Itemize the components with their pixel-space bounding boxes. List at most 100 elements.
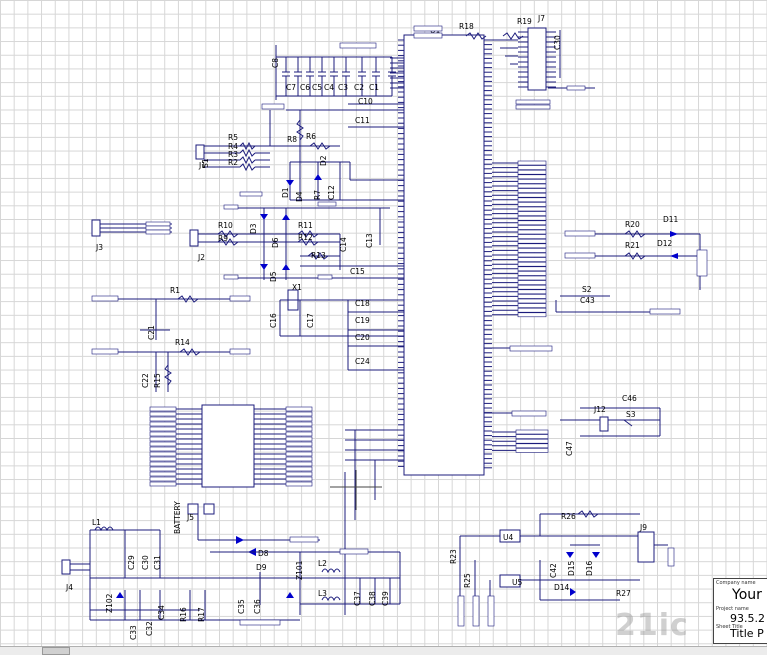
mcu-u1[interactable]: U1 (398, 26, 492, 476)
svg-text:C12: C12 (327, 185, 336, 200)
switch-s2[interactable]: S2 C43 (484, 285, 681, 352)
svg-text:C10: C10 (358, 97, 373, 106)
lcd-net-label (517, 257, 547, 262)
svg-text:R11: R11 (298, 221, 313, 230)
svg-text:Z102: Z102 (105, 593, 114, 613)
oscillator-section: R1 C21 X1 C18 C16 C17 C19 C20 (91, 283, 404, 370)
svg-text:C17: C17 (306, 313, 315, 328)
lcd-connector[interactable] (149, 404, 313, 488)
svg-text:R19: R19 (517, 17, 532, 26)
lcd-net-label (517, 303, 547, 308)
lcd-net-label (149, 446, 177, 452)
resistor (239, 155, 256, 165)
svg-text:BATTERY: BATTERY (173, 501, 182, 534)
svg-text:C15: C15 (350, 267, 365, 276)
net-label (515, 438, 549, 444)
connector-j3[interactable]: J3 (91, 219, 172, 252)
switch-s3[interactable]: C46 J12 S3 C47 (484, 394, 661, 456)
lcd-net-label (517, 284, 547, 290)
lcd-net-label (517, 206, 547, 212)
svg-text:R7: R7 (313, 190, 322, 200)
input-network-mid: R10 D3 D6 R11 R9 R12 C14 C13 J2 D5 R13 C… (189, 204, 404, 282)
svg-text:D14: D14 (554, 583, 570, 592)
lcd-net-label (517, 215, 547, 221)
lcd-net-label (285, 471, 313, 477)
lcd-net-label (517, 211, 547, 216)
lcd-net-label (149, 461, 177, 467)
resistor (239, 162, 256, 172)
svg-text:C11: C11 (355, 116, 370, 125)
diode-cluster-top: D2 D4 D1 R7 C12 (281, 155, 404, 207)
lcd-net-label (517, 179, 547, 184)
lcd-net-label (517, 248, 547, 253)
svg-text:D15: D15 (567, 560, 576, 576)
lcd-net-label (517, 197, 547, 203)
lcd-net-label (149, 451, 177, 457)
lcd-net-label (285, 441, 313, 447)
svg-text:C35: C35 (237, 599, 246, 614)
svg-text:R5: R5 (228, 133, 238, 142)
lcd-net-label (517, 234, 547, 239)
lcd-net-label (285, 411, 313, 417)
svg-text:C1: C1 (369, 83, 379, 92)
svg-text:C47: C47 (565, 441, 574, 456)
svg-text:C43: C43 (580, 296, 595, 305)
svg-text:D9: D9 (256, 563, 267, 572)
lcd-net-label (285, 466, 313, 472)
svg-text:D3: D3 (249, 223, 258, 234)
status-bar (0, 646, 767, 655)
svg-text:Z101: Z101 (295, 560, 304, 580)
svg-text:R10: R10 (218, 221, 233, 230)
svg-text:J5: J5 (186, 513, 194, 522)
lcd-net-label (517, 261, 547, 267)
svg-text:L3: L3 (318, 589, 327, 598)
svg-text:R26: R26 (561, 512, 576, 521)
svg-text:C2: C2 (354, 83, 364, 92)
svg-text:D6: D6 (271, 237, 280, 248)
svg-text:C31: C31 (153, 555, 162, 570)
lcd-net-label (285, 446, 313, 452)
lcd-net-label (517, 188, 547, 193)
svg-text:C14: C14 (339, 237, 348, 252)
svg-text:R16: R16 (179, 607, 188, 622)
lcd-data-bus (492, 99, 551, 453)
svg-text:D8: D8 (258, 549, 269, 558)
svg-text:D2: D2 (319, 155, 328, 166)
power-supply: L1 J4 Z102 C33 C32 C34 R16 R17 C29 C30 C… (61, 501, 401, 640)
svg-text:R13: R13 (311, 251, 326, 260)
svg-text:J7: J7 (537, 14, 545, 23)
svg-text:C46: C46 (622, 394, 637, 403)
svg-text:C33: C33 (129, 625, 138, 640)
lcd-net-label (285, 461, 313, 467)
lcd-net-label (517, 289, 547, 295)
svg-text:C38: C38 (368, 591, 377, 606)
project-date: 93.5.2 (730, 612, 765, 625)
svg-text:R27: R27 (616, 589, 631, 598)
decoupling-capacitors: C8 C7 C6 C5 C4 C3 C2 C1 (271, 45, 396, 100)
lcd-net-label (517, 174, 547, 180)
svg-text:C6: C6 (300, 83, 310, 92)
lcd-net-label (285, 431, 313, 437)
lcd-net-label (149, 426, 177, 432)
company-label: Company name (716, 580, 756, 586)
svg-text:C19: C19 (355, 316, 370, 325)
svg-text:C8: C8 (271, 58, 280, 68)
lcd-net-label (149, 406, 177, 412)
lcd-net-label (149, 466, 177, 472)
svg-text:R12: R12 (298, 233, 313, 242)
svg-text:R6: R6 (306, 132, 316, 141)
lcd-net-label (517, 252, 547, 258)
lcd-net-label (285, 436, 313, 442)
sheet-title: Title P (730, 627, 764, 640)
lcd-net-label (285, 476, 313, 482)
net-label (515, 443, 549, 449)
svg-text:C30: C30 (553, 35, 562, 50)
svg-text:C21: C21 (147, 325, 156, 340)
connector-j7[interactable]: J7 R18 R19 C30 (459, 14, 595, 91)
lcd-net-label (285, 451, 313, 457)
input-network-top: R8 R6 R5 R4 R3 R2 J1 S1 (195, 109, 404, 200)
lcd-net-label (149, 481, 177, 487)
svg-text:R3: R3 (228, 150, 238, 159)
svg-text:C42: C42 (549, 563, 558, 578)
svg-text:D11: D11 (663, 215, 679, 224)
